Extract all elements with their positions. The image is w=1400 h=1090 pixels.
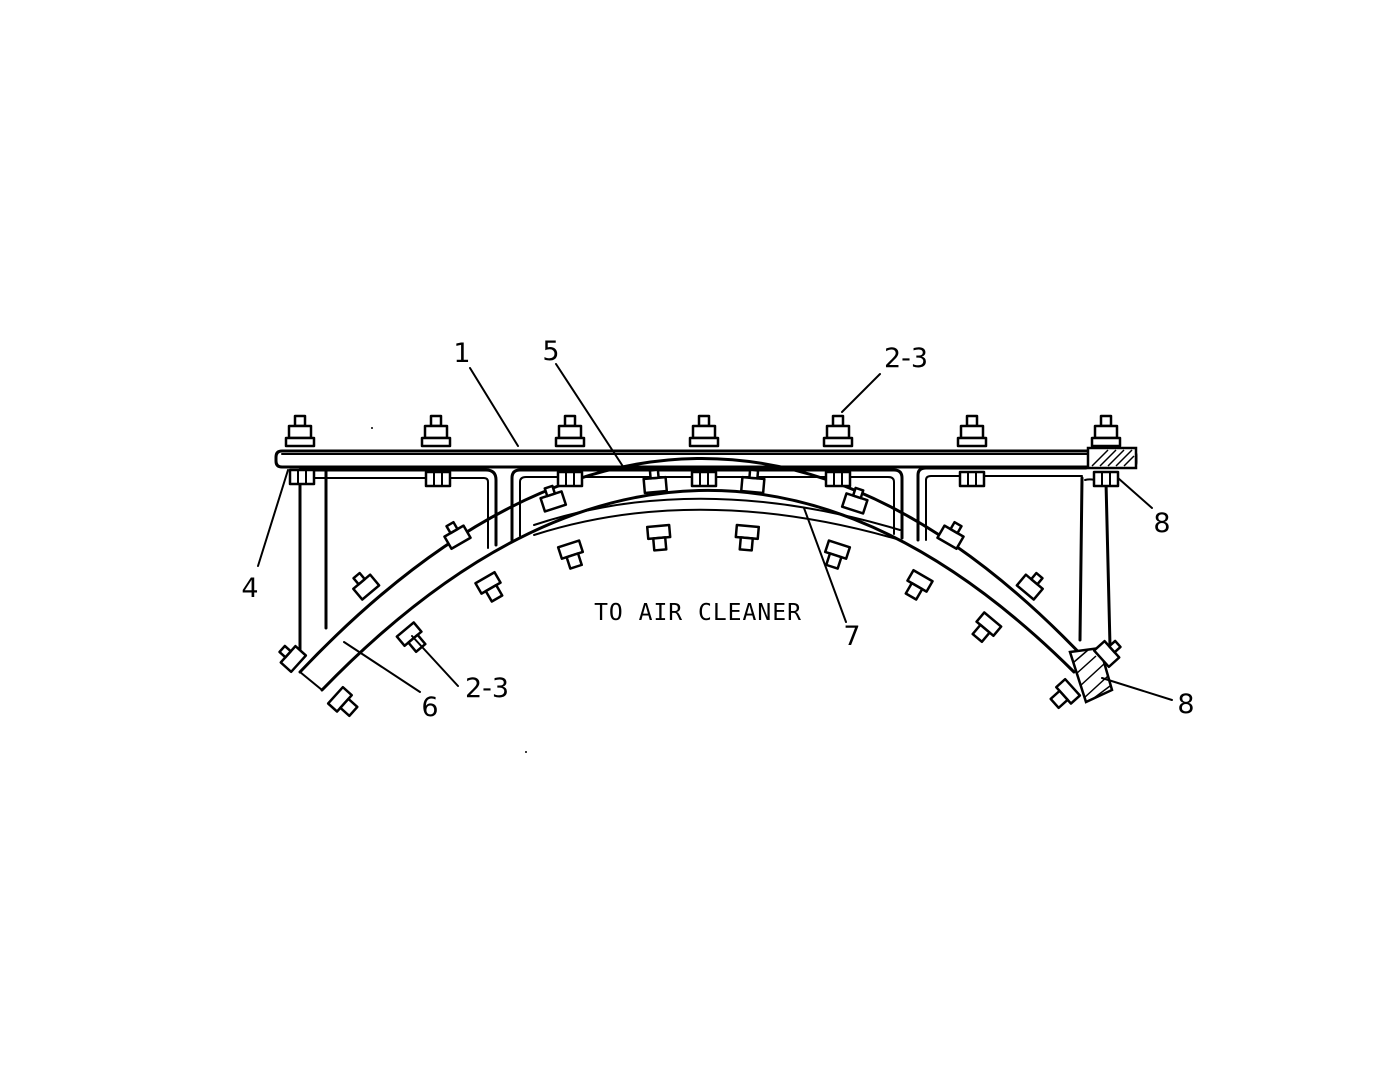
- speck: [371, 427, 373, 429]
- bolts: [278, 414, 1122, 718]
- bolt-icon: [645, 523, 672, 552]
- bolt-icon: [739, 468, 766, 495]
- nut-icon: [958, 470, 986, 488]
- speck: [525, 751, 527, 753]
- nut-icon: [288, 468, 316, 486]
- flow-caption: TO AIR CLEANER: [594, 600, 802, 626]
- bolt-icon: [642, 468, 669, 495]
- bolt-icon: [554, 414, 586, 448]
- right-section-hatch: [1086, 446, 1138, 470]
- bolt-icon: [1049, 677, 1082, 710]
- bolt-icon: [539, 484, 568, 513]
- callout-4: 4: [241, 573, 258, 604]
- bolt-icon: [971, 611, 1003, 644]
- arch-end-hatch: [1068, 646, 1114, 704]
- bolt-icon: [1092, 639, 1122, 669]
- bolt-icon: [556, 539, 585, 570]
- callout-8-top: 8: [1153, 508, 1170, 539]
- bolt-icon: [1015, 571, 1044, 601]
- leader-lines: [257, 363, 1173, 701]
- nut-icon: [824, 470, 852, 488]
- callout-5: 5: [542, 336, 559, 367]
- bolt-icon: [352, 571, 381, 601]
- bolt-icon: [443, 520, 472, 551]
- bolt-icon: [420, 414, 452, 448]
- bolt-icon: [823, 539, 852, 570]
- bolt-icon: [936, 520, 965, 551]
- callout-2-3-bottom: 2-3: [465, 673, 509, 704]
- bolt-icon: [1090, 414, 1122, 448]
- bolt-icon: [395, 621, 427, 654]
- callout-6: 6: [421, 692, 438, 723]
- bolt-icon: [278, 644, 308, 674]
- arch: [298, 457, 1114, 704]
- callout-1: 1: [453, 338, 470, 369]
- callout-2-3-top: 2-3: [884, 343, 928, 374]
- nut-icon: [690, 470, 718, 488]
- nut-icon: [424, 470, 452, 488]
- nut-icon: [556, 470, 584, 488]
- nut-icon: [1092, 470, 1120, 488]
- bolt-icon: [284, 414, 316, 448]
- callout-7: 7: [843, 621, 860, 652]
- callout-8-bottom: 8: [1177, 689, 1194, 720]
- bolt-icon: [840, 486, 869, 515]
- bolt-icon: [474, 570, 504, 603]
- callout-labels: 1 5 2-3 8 4 7 2-3 6 8: [241, 336, 1194, 723]
- bolt-icon: [904, 568, 934, 601]
- bolt-icon: [734, 523, 761, 552]
- bolt-icon: [822, 414, 854, 448]
- bolt-icon: [956, 414, 988, 448]
- bolt-icon: [326, 685, 359, 718]
- bolt-icon: [688, 414, 720, 448]
